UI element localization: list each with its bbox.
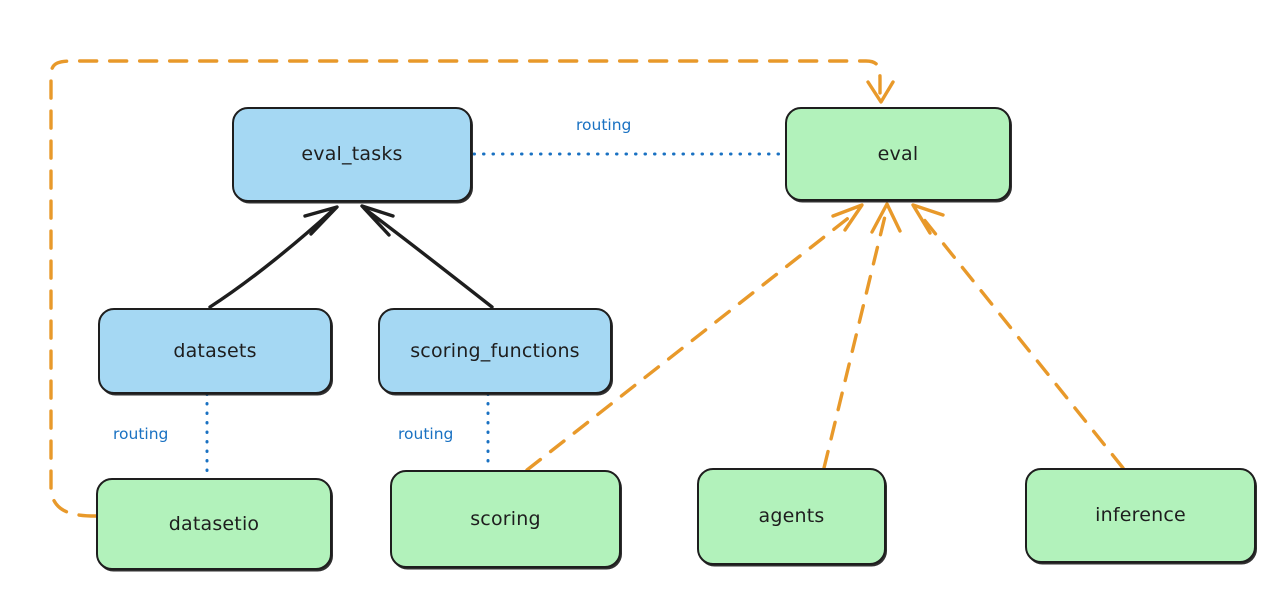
node-label-eval: eval [877,142,919,165]
node-agents[interactable]: agents [697,468,886,565]
node-label-agents: agents [758,505,825,528]
edge-datasets-to-eval_tasks [208,205,339,309]
edge-label-routing-datasets-datasetio: routing [113,425,169,443]
node-label-inference: inference [1095,504,1186,527]
node-scoring_functions[interactable]: scoring_functions [378,308,612,394]
edge-agents-to-eval [822,202,902,470]
node-datasetio[interactable]: datasetio [96,478,332,570]
edge-scoring-to-eval [525,203,864,472]
node-eval_tasks[interactable]: eval_tasks [232,107,472,202]
edge-inference-to-eval [911,203,1125,470]
edge-scoring_functions-to-eval_tasks [360,204,494,309]
node-eval[interactable]: eval [785,107,1011,201]
node-label-eval_tasks: eval_tasks [301,143,403,166]
node-label-datasetio: datasetio [168,512,260,535]
edge-label-routing-scoring_functions-scoring: routing [398,425,454,443]
node-inference[interactable]: inference [1025,468,1256,563]
node-scoring[interactable]: scoring [390,470,621,568]
node-label-scoring: scoring [470,507,541,530]
edge-datasetio-to-eval [49,59,895,518]
node-label-datasets: datasets [173,339,257,362]
node-datasets[interactable]: datasets [98,308,332,394]
node-label-scoring_functions: scoring_functions [410,339,580,362]
edge-label-routing-eval_tasks-eval: routing [576,116,632,134]
